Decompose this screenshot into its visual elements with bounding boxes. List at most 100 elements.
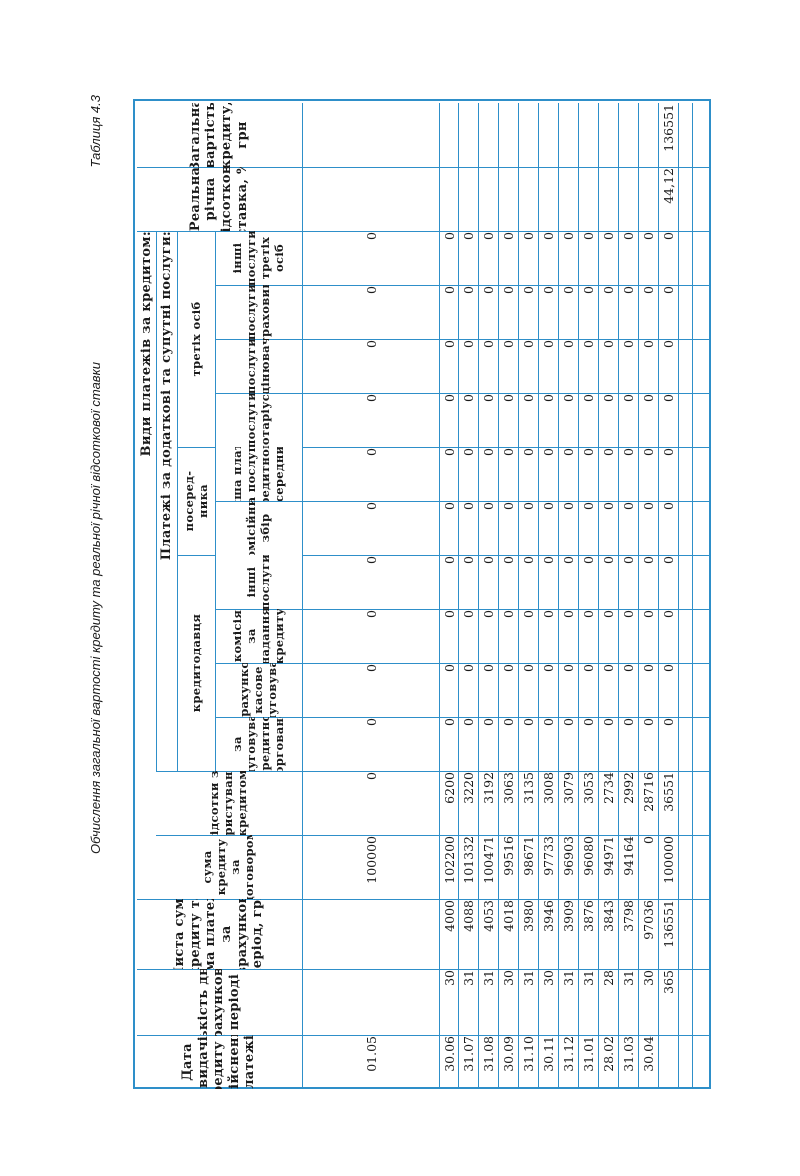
cell-date: 31.01 [581, 1036, 596, 1072]
cell-other-services: 0 [661, 556, 676, 564]
header-issue-fee: комісія за надання кредиту [230, 609, 286, 663]
cell-commission: 0 [541, 502, 556, 510]
cell-lender-service: 0 [641, 718, 656, 726]
cell-third-other: 0 [621, 232, 636, 240]
cell-other-intermediary: 0 [501, 448, 516, 456]
cell-issue-fee: 0 [661, 610, 676, 618]
cell-principal: 100000 [661, 836, 676, 884]
cell-interest: 2992 [621, 772, 636, 804]
cell-appraiser: 0 [363, 340, 379, 348]
cell-net: 97036 [641, 900, 656, 940]
cell-rate: 44,12 [661, 168, 676, 204]
cell-commission: 0 [581, 502, 596, 510]
cell-appraiser: 0 [641, 340, 656, 348]
cell-other-services: 0 [581, 556, 596, 564]
cell-issue-fee: 0 [441, 610, 457, 618]
cell-other-intermediary: 0 [641, 448, 656, 456]
cell-insurer: 0 [541, 286, 556, 294]
cell-insurer: 0 [621, 286, 636, 294]
cell-settlement: 0 [481, 664, 496, 672]
cell-lender-service: 0 [461, 718, 476, 726]
cell-net: 4088 [461, 900, 476, 932]
cell-issue-fee: 0 [641, 610, 656, 618]
cell-principal: 96903 [561, 836, 576, 876]
cell-lender-service: 0 [621, 718, 636, 726]
cell-days: 31 [481, 970, 496, 986]
cell-third-other: 0 [521, 232, 536, 240]
cell-interest: 3220 [461, 772, 476, 804]
cell-third-other: 0 [541, 232, 556, 240]
header-other-services: інші послуги [244, 555, 272, 609]
cell-settlement: 0 [521, 664, 536, 672]
cell-lender-service: 0 [363, 718, 379, 726]
cell-principal: 98671 [521, 836, 536, 876]
cell-lender-service: 0 [501, 718, 516, 726]
cell-other-intermediary: 0 [601, 448, 616, 456]
cell-commission: 0 [661, 502, 676, 510]
cell-net: 4000 [441, 900, 457, 932]
cell-appraiser: 0 [581, 340, 596, 348]
cell-principal: 101332 [461, 836, 476, 884]
cell-third-other: 0 [601, 232, 616, 240]
cell-other-services: 0 [501, 556, 516, 564]
cell-principal: 94971 [601, 836, 616, 876]
cell-third-other: 0 [581, 232, 596, 240]
cell-principal: 94164 [621, 836, 636, 876]
header-interest: відсотки за користування кредитом [207, 771, 249, 835]
header-notary: послуги нотаріуса [244, 393, 272, 447]
table-caption: Обчислення загальної вартості кредиту та… [88, 362, 103, 854]
cell-third-other: 0 [561, 232, 576, 240]
cell-third-other: 0 [501, 232, 516, 240]
header-third-party: третіх осіб [188, 301, 203, 377]
cell-days: 30 [441, 970, 457, 986]
header-lender-service: за обслуговування кредитної заборгованос… [230, 717, 286, 771]
cell-insurer: 0 [641, 286, 656, 294]
cell-principal: 96080 [581, 836, 596, 876]
header-additional: Платежі за додаткові та супутні послуги: [159, 231, 175, 561]
cell-appraiser: 0 [461, 340, 476, 348]
cell-days: 31 [581, 970, 596, 986]
cell-days: 31 [461, 970, 476, 986]
cell-insurer: 0 [661, 286, 676, 294]
cell-third-other: 0 [363, 232, 379, 240]
cell-appraiser: 0 [541, 340, 556, 348]
cell-net: 3980 [521, 900, 536, 932]
cell-date: 31.03 [621, 1036, 636, 1072]
cell-commission: 0 [501, 502, 516, 510]
cell-commission: 0 [641, 502, 656, 510]
cell-notary: 0 [461, 394, 476, 402]
cell-interest: 3135 [521, 772, 536, 804]
cell-issue-fee: 0 [461, 610, 476, 618]
cell-other-intermediary: 0 [481, 448, 496, 456]
cell-days: 365 [661, 970, 676, 994]
cell-issue-fee: 0 [481, 610, 496, 618]
cell-other-services: 0 [481, 556, 496, 564]
cell-appraiser: 0 [501, 340, 516, 348]
cell-date: 01.05 [363, 1036, 379, 1072]
cell-net: 3876 [581, 900, 596, 932]
cell-settlement: 0 [601, 664, 616, 672]
cell-appraiser: 0 [661, 340, 676, 348]
cell-commission: 0 [461, 502, 476, 510]
cell-notary: 0 [363, 394, 379, 402]
cell-other-services: 0 [363, 556, 379, 564]
cell-net: 3843 [601, 900, 616, 932]
cell-issue-fee: 0 [363, 610, 379, 618]
cell-settlement: 0 [461, 664, 476, 672]
cell-net: 3909 [561, 900, 576, 932]
cell-notary: 0 [521, 394, 536, 402]
cell-interest: 28716 [641, 772, 656, 812]
cell-other-intermediary: 0 [521, 448, 536, 456]
cell-other-services: 0 [621, 556, 636, 564]
cell-insurer: 0 [581, 286, 596, 294]
cell-net: 3798 [621, 900, 636, 932]
cell-issue-fee: 0 [621, 610, 636, 618]
cell-notary: 0 [541, 394, 556, 402]
cell-days: 30 [501, 970, 516, 986]
cell-notary: 0 [581, 394, 596, 402]
cell-date: 30.04 [641, 1036, 656, 1072]
cell-insurer: 0 [561, 286, 576, 294]
cell-days: 31 [521, 970, 536, 986]
header-date: Дата видачі кредиту та здійснення платеж… [180, 1035, 258, 1089]
